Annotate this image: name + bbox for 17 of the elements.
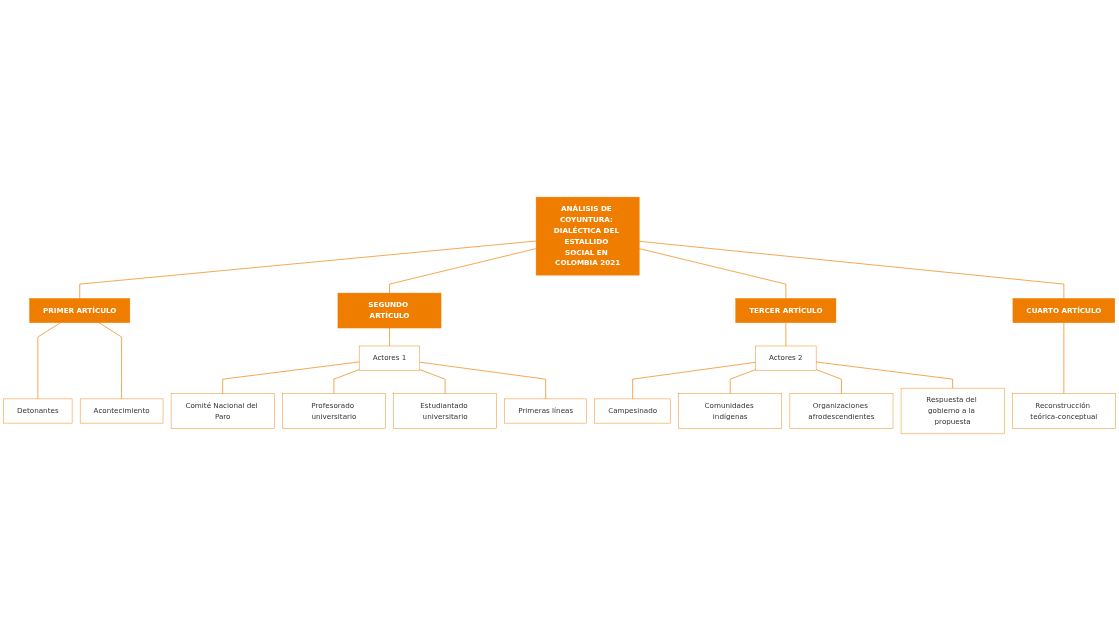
connector [638, 241, 1065, 299]
connector [79, 240, 537, 299]
connector [729, 369, 756, 394]
connector [815, 361, 953, 389]
connector [632, 361, 756, 400]
connector [333, 369, 360, 394]
connector [1063, 322, 1065, 394]
connector [785, 322, 787, 347]
connector [37, 322, 61, 400]
connector [638, 248, 787, 299]
connector [815, 369, 842, 394]
connector [389, 327, 390, 347]
connector [98, 322, 122, 400]
connector [419, 369, 446, 394]
connector [389, 248, 537, 294]
connector [222, 361, 360, 394]
connector [419, 361, 546, 400]
